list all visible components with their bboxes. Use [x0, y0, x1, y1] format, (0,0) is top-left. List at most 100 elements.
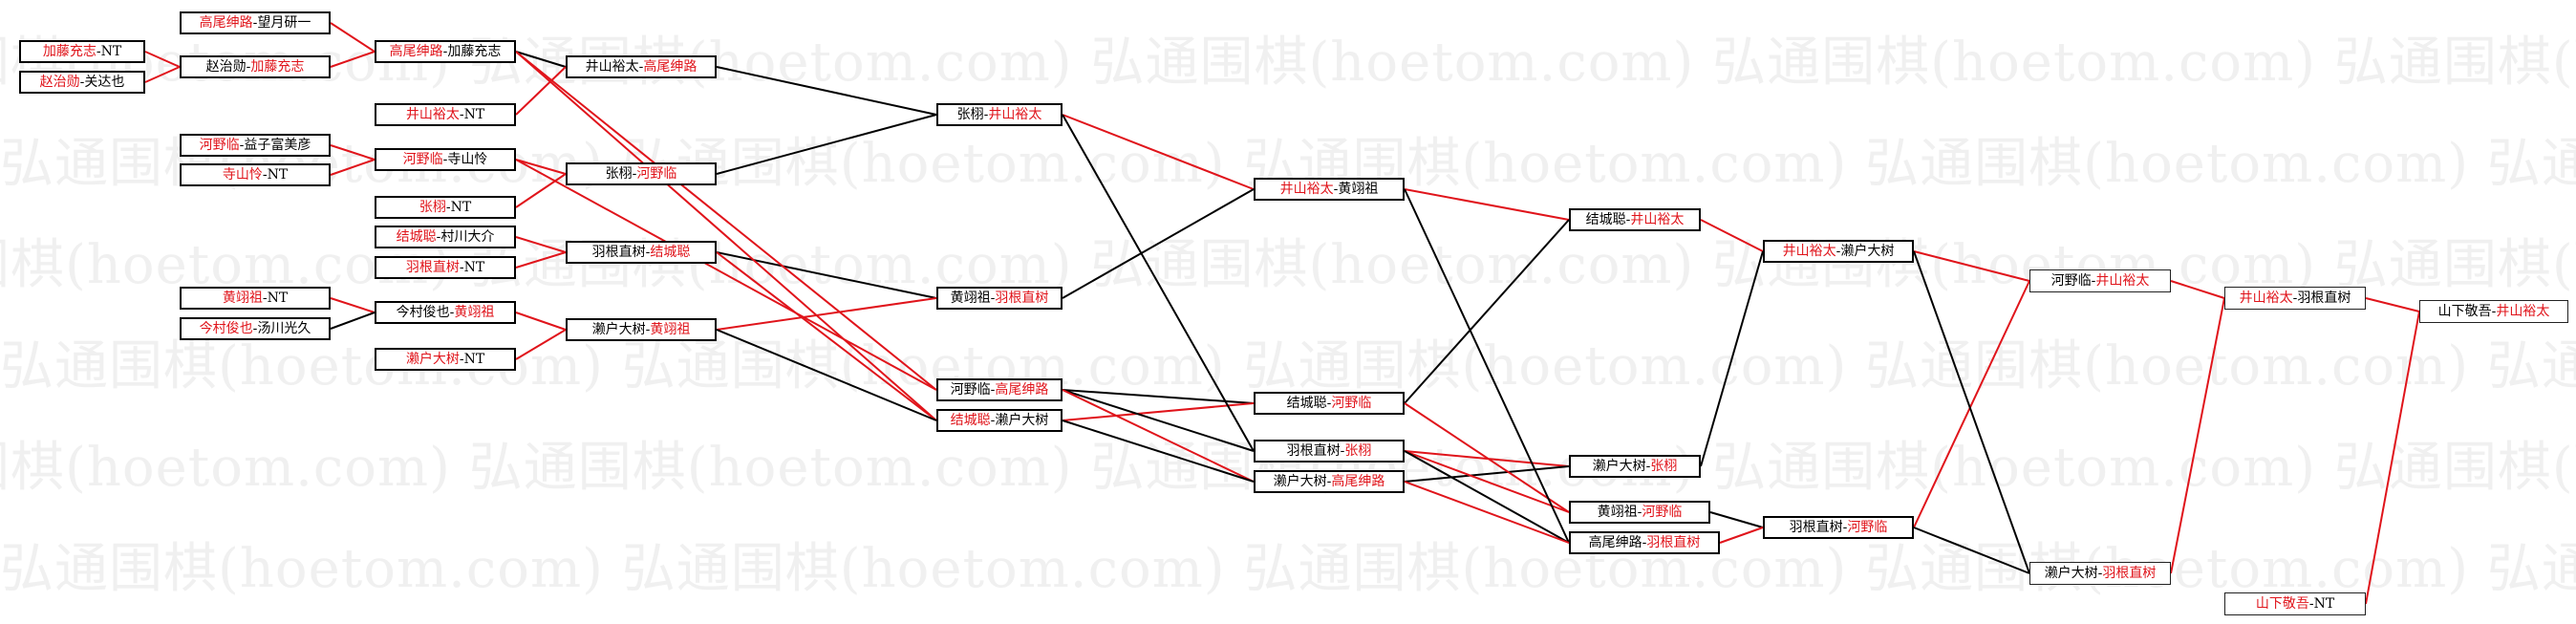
- loser-line: [1404, 219, 1570, 404]
- player-two: 黄翊祖: [650, 322, 691, 337]
- player-two: 黄翊祖: [1338, 182, 1379, 197]
- player-two: 益子富美彦: [244, 138, 311, 153]
- player-two: 黄翊祖: [454, 305, 495, 320]
- match-node: 河野临-高尾绅路: [936, 378, 1063, 401]
- player-one: 山下敬吾: [2255, 596, 2309, 612]
- loser-line: [1404, 188, 1570, 544]
- player-two: 加藤充志: [250, 59, 305, 75]
- player-two: 张栩: [1650, 459, 1678, 474]
- player-two: 张栩: [1344, 443, 1372, 459]
- separator: -: [252, 321, 258, 336]
- separator: -: [442, 152, 448, 167]
- player-one: 井山裕太: [405, 107, 460, 122]
- separator: -: [445, 200, 451, 215]
- player-one: 黄翊祖: [1597, 505, 1638, 520]
- match-node: 河野临-寺山怜: [375, 148, 516, 171]
- loser-line: [1062, 188, 1255, 299]
- winner-line: [330, 144, 376, 161]
- player-two: NT: [267, 167, 289, 183]
- player-two: 羽根直树: [2297, 290, 2351, 306]
- separator: -: [990, 413, 996, 428]
- winner-line: [515, 51, 937, 421]
- match-node: 结城聪-河野临: [1254, 392, 1405, 415]
- separator: -: [1642, 535, 1647, 550]
- separator: -: [2091, 273, 2096, 289]
- winner-line: [515, 312, 567, 331]
- loser-line: [1062, 114, 1255, 452]
- winner-line: [2170, 280, 2225, 299]
- player-one: 羽根直树: [1789, 520, 1843, 535]
- separator: -: [1645, 459, 1651, 474]
- player-two: NT: [450, 200, 472, 215]
- separator: -: [1842, 520, 1848, 535]
- match-node: 河野临-益子富美彦: [180, 134, 331, 157]
- loser-line: [1062, 420, 1255, 483]
- winner-line: [330, 159, 376, 176]
- winner-line: [515, 159, 937, 391]
- player-one: 井山裕太: [585, 59, 639, 75]
- player-two: 羽根直树: [995, 290, 1049, 306]
- winner-line: [1404, 402, 1570, 513]
- winner-line: [2365, 297, 2420, 312]
- match-node: 加藤充志-NT: [19, 40, 145, 63]
- player-one: 加藤充志: [42, 44, 97, 59]
- winner-line: [515, 251, 567, 269]
- player-two: 汤川光久: [257, 321, 311, 336]
- separator: -: [645, 245, 651, 260]
- match-node: 濑户大树-黄翊祖: [566, 318, 717, 341]
- winner-line: [330, 297, 376, 313]
- player-one: 井山裕太: [1279, 182, 1334, 197]
- loser-line: [716, 329, 937, 421]
- player-two: 河野临: [1642, 505, 1683, 520]
- separator: -: [262, 290, 268, 306]
- separator: -: [1625, 212, 1631, 227]
- winner-line: [1404, 481, 1570, 544]
- match-node: 寺山怜-NT: [180, 163, 331, 186]
- player-one: 张栩: [605, 166, 633, 182]
- winner-line: [144, 66, 181, 83]
- player-two: 加藤充志: [447, 44, 502, 59]
- player-two: NT: [463, 107, 485, 122]
- player-one: 河野临: [402, 152, 443, 167]
- match-node: 黄翊祖-羽根直树: [936, 287, 1063, 310]
- player-one: 今村俊也: [396, 305, 450, 320]
- match-node: 高尾绅路-望月研一: [180, 11, 331, 34]
- match-node: 羽根直树-NT: [375, 256, 516, 279]
- match-node: 井山裕太-黄翊祖: [1254, 178, 1405, 201]
- separator: -: [983, 107, 989, 122]
- player-one: 黄翊祖: [222, 290, 263, 306]
- match-node: 濑户大树-NT: [375, 348, 516, 371]
- player-two: 羽根直树: [1646, 535, 1701, 550]
- separator: -: [246, 59, 251, 75]
- separator: -: [2308, 596, 2314, 612]
- player-two: NT: [267, 290, 289, 306]
- loser-line: [1404, 450, 1570, 544]
- winner-line: [144, 51, 181, 68]
- winner-line: [716, 251, 937, 421]
- separator: -: [252, 15, 258, 31]
- player-two: 濑户大树: [995, 413, 1049, 428]
- player-two: 井山裕太: [1630, 212, 1685, 227]
- player-one: 濑户大树: [405, 352, 460, 367]
- player-two: 羽根直树: [2102, 566, 2157, 581]
- separator: -: [1326, 396, 1332, 411]
- winner-line: [515, 51, 937, 391]
- player-one: 张栩: [419, 200, 446, 215]
- player-one: 河野临: [199, 138, 240, 153]
- winner-line: [716, 297, 937, 331]
- player-one: 结城聪: [396, 229, 437, 245]
- player-one: 赵治勋: [205, 59, 247, 75]
- winner-line: [1913, 250, 2030, 282]
- match-node: 张栩-NT: [375, 196, 516, 219]
- winner-line: [1062, 402, 1255, 421]
- separator: -: [1835, 244, 1841, 259]
- loser-line: [1062, 389, 1255, 452]
- separator: -: [645, 322, 651, 337]
- winner-line: [1700, 219, 1764, 252]
- winner-line: [515, 159, 567, 175]
- player-two: 结城聪: [650, 245, 691, 260]
- match-node: 赵治勋-关达也: [19, 71, 145, 94]
- player-one: 井山裕太: [2239, 290, 2293, 306]
- separator: -: [459, 260, 464, 275]
